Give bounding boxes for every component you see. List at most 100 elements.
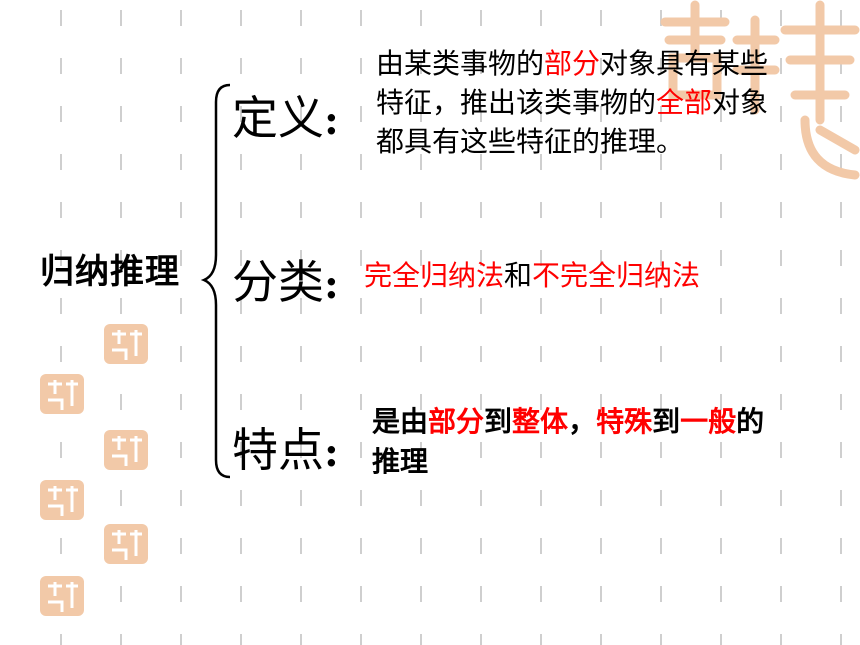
grid-dash [480, 346, 482, 362]
definition-colon: : [324, 97, 339, 144]
grid-dash [540, 154, 542, 170]
feature-label: 特点 [232, 423, 324, 477]
grid-dash [360, 250, 362, 266]
grid-dash [840, 538, 842, 554]
definition-label: 定义 [232, 91, 324, 145]
grid-dash [840, 394, 842, 410]
grid-dash [540, 490, 542, 506]
grid-dash [720, 634, 722, 645]
grid-dash [180, 538, 182, 554]
grid-dash [480, 154, 482, 170]
grid-dash [600, 586, 602, 602]
grid-dash [600, 346, 602, 362]
grid-dash [720, 346, 722, 362]
grid-dash [780, 442, 782, 458]
grid-dash [180, 586, 182, 602]
grid-dash [540, 202, 542, 218]
grid-dash [600, 394, 602, 410]
grid-dash [540, 106, 542, 122]
grid-dash [480, 106, 482, 122]
grid-dash [660, 202, 662, 218]
grid-dash [600, 298, 602, 314]
grid-dash [660, 106, 662, 122]
grid-dash [180, 10, 182, 26]
grid-dash [720, 250, 722, 266]
grid-dash [420, 634, 422, 645]
small-seal-icon [40, 576, 84, 616]
definition-text-part: 对象具有某些特征，推出该类事物的 [376, 47, 769, 119]
grid-dash [360, 298, 362, 314]
definition-text: 由某类事物的部分对象具有某些特征，推出该类事物的全部对象都具有这些特征的推理。 [376, 44, 786, 161]
grid-dash [120, 10, 122, 26]
grid-dash [600, 58, 602, 74]
grid-dash [240, 346, 242, 362]
grid-dash [660, 490, 662, 506]
grid-dash [420, 202, 422, 218]
grid-dash [240, 10, 242, 26]
grid-dash [780, 250, 782, 266]
grid-dash [300, 634, 302, 645]
feature-colon: : [324, 429, 339, 476]
grid-dash [120, 106, 122, 122]
grid-dash [60, 154, 62, 170]
grid-dash [600, 250, 602, 266]
grid-dash [180, 154, 182, 170]
grid-dash [720, 490, 722, 506]
grid-dash [420, 346, 422, 362]
grid-dash [660, 10, 662, 26]
grid-dash [300, 538, 302, 554]
grid-dash [660, 394, 662, 410]
grid-dash [660, 154, 662, 170]
grid-dash [360, 586, 362, 602]
branch-classification: 分类: [232, 246, 339, 312]
definition-text-part: 对象都具有这些特征的推理。 [376, 86, 769, 158]
feature-text-part: ， [568, 405, 597, 438]
grid-dash [600, 634, 602, 645]
grid-dash [180, 250, 182, 266]
grid-dash [300, 250, 302, 266]
grid-dash [180, 58, 182, 74]
grid-dash [780, 346, 782, 362]
grid-dash [120, 394, 122, 410]
grid-dash [120, 298, 122, 314]
grid-dash [60, 346, 62, 362]
grid-dash [60, 298, 62, 314]
grid-dash [420, 298, 422, 314]
grid-dash [480, 10, 482, 26]
grid-dash [720, 442, 722, 458]
grid-dash [540, 538, 542, 554]
classification-colon: : [324, 261, 339, 308]
grid-dash [60, 10, 62, 26]
grid-dash [300, 58, 302, 74]
grid-dash [360, 154, 362, 170]
grid-dash [720, 538, 722, 554]
topic-title: 归纳推理 [40, 252, 180, 292]
feature-text-part: 是由 [372, 405, 429, 438]
grid-dash [120, 490, 122, 506]
feature-text-part: 到 [484, 405, 513, 438]
grid-dash [420, 106, 422, 122]
grid-dash [420, 586, 422, 602]
grid-dash [120, 634, 122, 645]
grid-dash [300, 490, 302, 506]
grid-dash [720, 106, 722, 122]
grid-dash [600, 106, 602, 122]
grid-dash [240, 442, 242, 458]
grid-dash [240, 250, 242, 266]
curly-brace [200, 83, 231, 479]
grid-dash [60, 538, 62, 554]
grid-dash [240, 634, 242, 645]
small-seal-icon [104, 430, 148, 470]
grid-dash [480, 250, 482, 266]
definition-highlight-part: 部分 [544, 47, 601, 80]
definition-highlight-all: 全部 [656, 86, 713, 119]
grid-dash [600, 490, 602, 506]
grid-dash [360, 10, 362, 26]
grid-dash [720, 298, 722, 314]
grid-dash [780, 394, 782, 410]
branch-definition: 定义: [232, 82, 339, 148]
grid-dash [780, 58, 782, 74]
grid-dash [720, 394, 722, 410]
grid-dash [840, 202, 842, 218]
grid-dash [420, 442, 422, 458]
